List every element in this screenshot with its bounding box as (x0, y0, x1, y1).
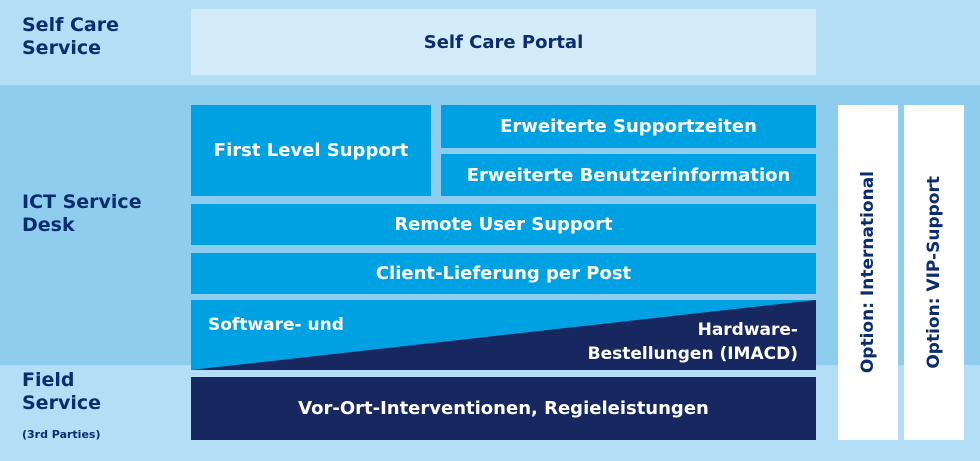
third-parties-label: (3rd Parties) (22, 428, 101, 441)
hardware-orders-label: Hardware- Bestellungen (IMACD) (587, 320, 798, 364)
software-label: Software- und (208, 315, 344, 335)
onsite-interventions-box: Vor-Ort-Interventionen, Regieleistungen (191, 377, 816, 440)
option-vip-support-box: Option: VIP-Support (904, 105, 964, 440)
client-delivery-box: Client-Lieferung per Post (191, 253, 816, 294)
first-level-support-box: First Level Support (191, 105, 431, 196)
option-international-label: Option: International (858, 171, 878, 374)
extended-support-hours-box: Erweiterte Supportzeiten (441, 105, 816, 148)
field-service-label: Field Service (22, 369, 101, 414)
option-vip-support-label: Option: VIP-Support (924, 176, 944, 369)
remote-user-support-box: Remote User Support (191, 204, 816, 245)
hardware-wedge-part (191, 300, 816, 370)
self-care-portal-box: Self Care Portal (191, 9, 816, 75)
self-care-service-label: Self Care Service (22, 14, 119, 59)
extended-user-info-box: Erweiterte Benutzerinformation (441, 154, 816, 196)
ict-service-desk-label: ICT Service Desk (22, 191, 142, 236)
software-hardware-ordering-wedge (191, 300, 816, 370)
option-international-box: Option: International (838, 105, 898, 440)
